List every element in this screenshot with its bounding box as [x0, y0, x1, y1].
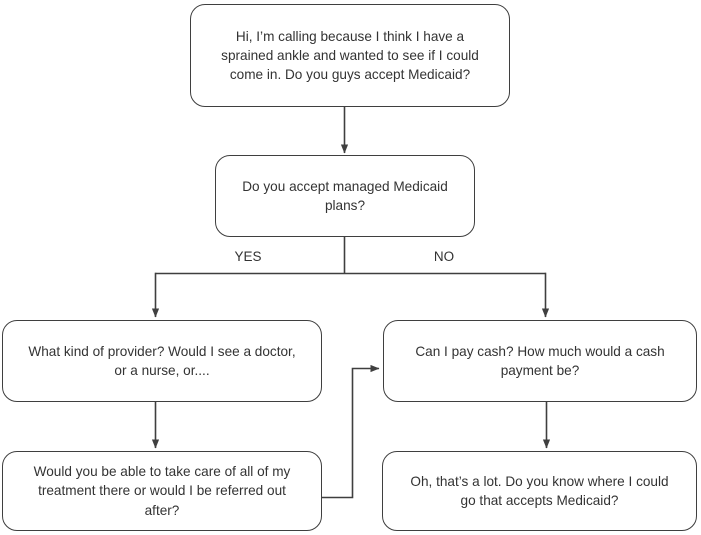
edge-label-no: NO [433, 249, 455, 264]
node-opening-text: Hi, I’m calling because I think I have a… [221, 28, 479, 83]
node-treatment-question: Would you be able to take care of all of… [2, 451, 322, 531]
node-cash-question: Can I pay cash? How much would a cash pa… [383, 320, 697, 402]
node-provider-question: What kind of provider? Would I see a doc… [2, 320, 322, 402]
node-opening-question: Hi, I’m calling because I think I have a… [190, 4, 510, 107]
node-managed-plans-text: Do you accept managed Medicaid plans? [242, 178, 448, 213]
node-referral-question: Oh, that’s a lot. Do you know where I co… [382, 451, 697, 531]
edge-treatment-to-cash [322, 364, 380, 499]
node-treatment-text: Would you be able to take care of all of… [33, 464, 291, 518]
node-referral-text: Oh, that’s a lot. Do you know where I co… [410, 473, 669, 508]
node-managed-plans-question: Do you accept managed Medicaid plans? [215, 155, 475, 237]
node-provider-text: What kind of provider? Would I see a doc… [28, 343, 296, 378]
edge-label-yes: YES [234, 249, 262, 264]
node-cash-text: Can I pay cash? How much would a cash pa… [415, 343, 665, 378]
